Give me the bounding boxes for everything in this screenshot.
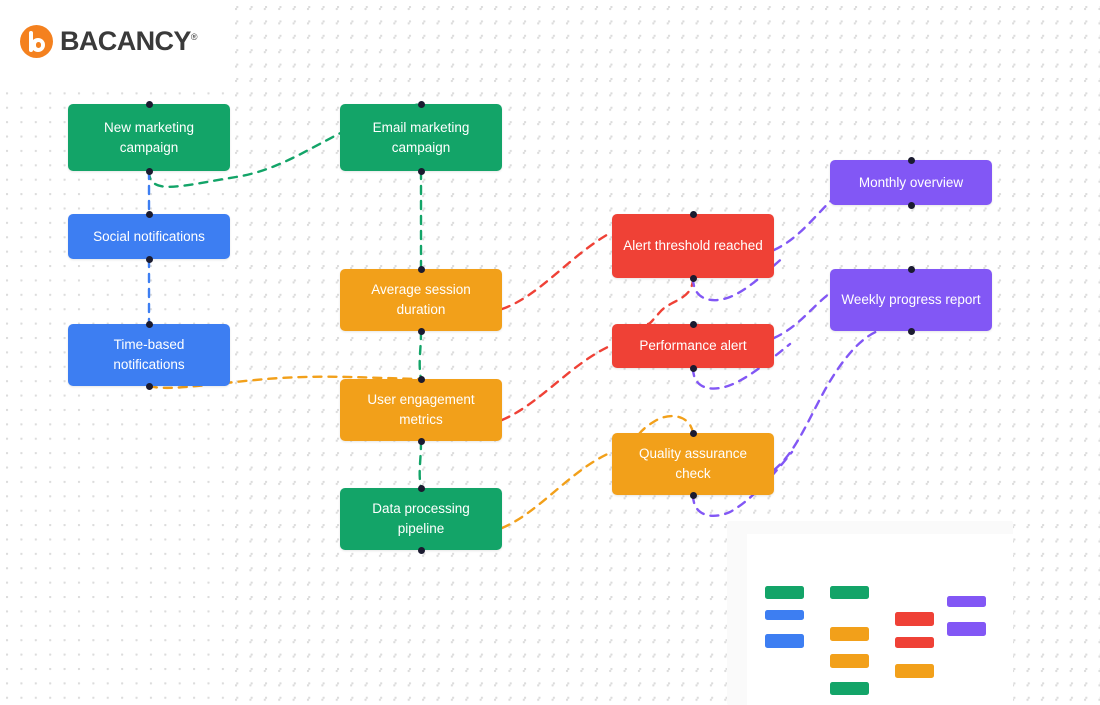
mini-email-marketing-campaign [830, 586, 869, 599]
mini-monthly-overview [947, 596, 986, 607]
node-label-monthly-overview: Monthly overview [858, 174, 964, 190]
node-label-new-marketing-campaign: New marketing campaign [103, 119, 195, 155]
node-email-marketing-campaign[interactable]: Email marketing campaign [340, 100, 502, 175]
mini-average-session-duration [830, 627, 869, 641]
node-label-time-based-notifications: Time-based notifications [113, 337, 185, 372]
bacancy-b-logo-icon [20, 24, 53, 58]
node-label-alert-threshold-reached: Alert threshold reached [623, 238, 763, 253]
node-monthly-overview[interactable]: Monthly overview [830, 156, 992, 209]
port-top-quality-assurance-check[interactable] [689, 429, 697, 437]
port-top-monthly-overview[interactable] [907, 156, 915, 164]
node-label-weekly-progress-report: Weekly progress report [841, 292, 981, 307]
node-label-user-engagement-metrics: User engagement metrics [367, 392, 475, 427]
mini-social-notifications [765, 610, 804, 620]
port-top-average-session-duration[interactable] [417, 265, 425, 273]
port-bottom-user-engagement-metrics[interactable] [417, 437, 425, 445]
port-bottom-weekly-progress-report[interactable] [907, 327, 915, 335]
node-social-notifications[interactable]: Social notifications [68, 210, 230, 263]
port-bottom-alert-threshold-reached[interactable] [689, 274, 697, 282]
mini-weekly-progress-report [947, 622, 986, 636]
minimap-viewport[interactable] [747, 534, 1013, 705]
port-bottom-quality-assurance-check[interactable] [689, 491, 697, 499]
node-label-email-marketing-campaign: Email marketing campaign [372, 119, 470, 155]
node-user-engagement-metrics[interactable]: User engagement metrics [340, 375, 502, 445]
mini-alert-threshold-reached [895, 612, 934, 626]
node-label-data-processing-pipeline: Data processing pipeline [372, 501, 470, 536]
port-top-performance-alert[interactable] [689, 320, 697, 328]
node-alert-threshold-reached[interactable]: Alert threshold reached [612, 210, 774, 282]
node-average-session-duration[interactable]: Average session duration [340, 265, 502, 335]
node-new-marketing-campaign[interactable]: New marketing campaign [68, 100, 230, 175]
node-label-quality-assurance-check: Quality assurance check [638, 446, 748, 481]
port-bottom-data-processing-pipeline[interactable] [417, 546, 425, 554]
port-bottom-email-marketing-campaign[interactable] [417, 167, 425, 175]
node-weekly-progress-report[interactable]: Weekly progress report [830, 265, 992, 335]
port-top-time-based-notifications[interactable] [145, 320, 153, 328]
mini-quality-assurance-check [895, 664, 934, 678]
registered-trademark-icon: ® [190, 31, 198, 42]
mini-performance-alert [895, 637, 934, 648]
node-performance-alert[interactable]: Performance alert [612, 320, 774, 372]
port-bottom-monthly-overview[interactable] [907, 201, 915, 209]
diagram-minimap[interactable] [727, 521, 1013, 705]
port-top-alert-threshold-reached[interactable] [689, 210, 697, 218]
node-time-based-notifications[interactable]: Time-based notifications [68, 320, 230, 390]
node-data-processing-pipeline[interactable]: Data processing pipeline [340, 484, 502, 554]
node-label-average-session-duration: Average session duration [371, 282, 471, 317]
node-label-performance-alert: Performance alert [639, 338, 747, 353]
port-top-social-notifications[interactable] [145, 210, 153, 218]
port-top-new-marketing-campaign[interactable] [145, 100, 153, 108]
port-top-data-processing-pipeline[interactable] [417, 484, 425, 492]
mini-new-marketing-campaign [765, 586, 804, 599]
mini-user-engagement-metrics [830, 654, 869, 668]
brand-header: BACANCY® [0, 0, 232, 82]
node-quality-assurance-check[interactable]: Quality assurance check [612, 429, 774, 499]
brand-name: BACANCY® [60, 25, 198, 56]
mini-time-based-notifications [765, 634, 804, 648]
port-bottom-social-notifications[interactable] [145, 255, 153, 263]
port-bottom-new-marketing-campaign[interactable] [145, 167, 153, 175]
port-top-email-marketing-campaign[interactable] [417, 100, 425, 108]
port-bottom-time-based-notifications[interactable] [145, 382, 153, 390]
node-label-social-notifications: Social notifications [93, 228, 205, 244]
port-bottom-performance-alert[interactable] [689, 364, 697, 372]
bacancy-logo[interactable]: BACANCY® [20, 24, 198, 58]
port-top-user-engagement-metrics[interactable] [417, 375, 425, 383]
brand-name-text: BACANCY [60, 25, 191, 56]
mini-data-processing-pipeline [830, 682, 869, 695]
port-top-weekly-progress-report[interactable] [907, 265, 915, 273]
port-bottom-average-session-duration[interactable] [417, 327, 425, 335]
